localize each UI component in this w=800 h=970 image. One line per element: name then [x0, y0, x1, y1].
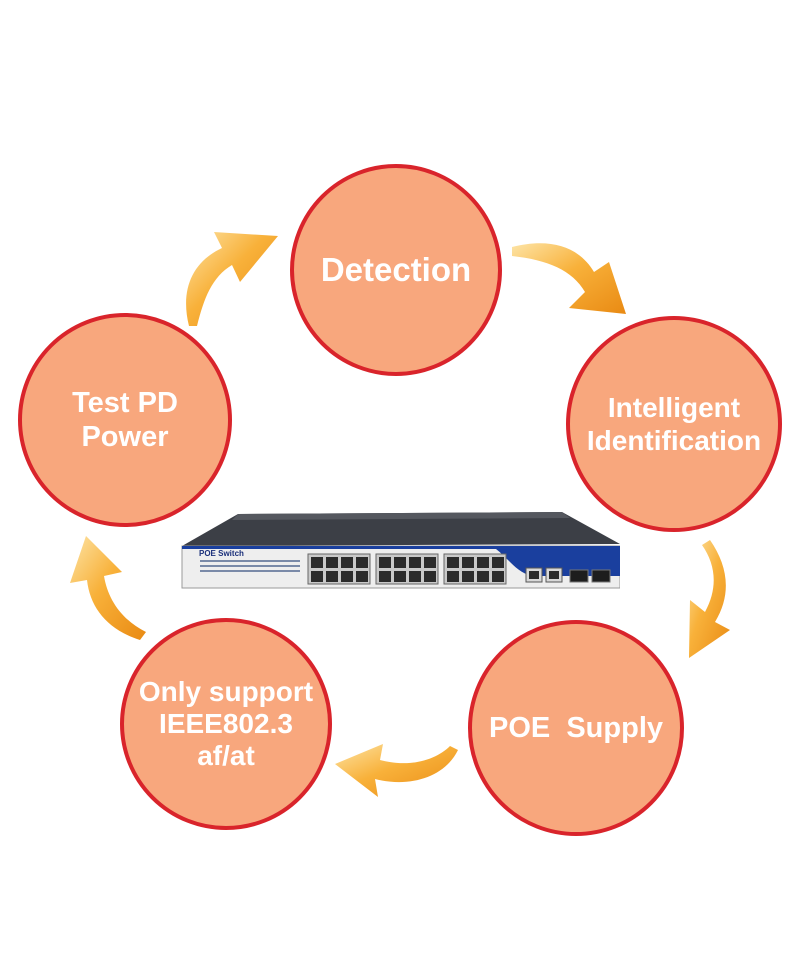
node-identification-line-1: Intelligent: [607, 391, 741, 423]
node-test-line-2: Power: [81, 421, 169, 453]
node-test-pd-power: Test PD Power: [18, 313, 232, 527]
node-intelligent-identification: Intelligent Identification: [566, 316, 782, 532]
node-poe-supply: POE Supply: [468, 620, 684, 836]
switch-top-panel: [182, 512, 620, 546]
uplink-ports: [525, 567, 563, 583]
arrow-standard-to-test: [70, 536, 146, 640]
sfp-ports: [569, 569, 611, 583]
node-identification-line-2: Identification: [586, 425, 762, 456]
arrow-supply-to-standard: [335, 744, 458, 797]
node-only-support-standard: Only support IEEE802.3 af/at: [120, 618, 332, 830]
node-standard-line-3: af/at: [197, 740, 255, 772]
arrow-test-to-detection: [186, 232, 278, 326]
led-indicators: [200, 560, 300, 572]
node-detection-line-1: Detection: [320, 250, 472, 288]
node-detection: Detection: [290, 164, 502, 376]
node-standard-line-2: IEEE802.3: [159, 707, 293, 739]
switch-label: POE Switch: [199, 549, 244, 558]
arrow-identification-to-supply: [689, 540, 730, 658]
node-supply-line-1: POE Supply: [488, 711, 664, 744]
poe-switch-device: [181, 512, 620, 589]
rj45-ports: [307, 553, 507, 585]
arrow-detection-to-identification: [512, 243, 626, 314]
node-test-line-1: Test PD: [72, 386, 178, 419]
node-standard-line-1: Only support: [138, 675, 314, 707]
